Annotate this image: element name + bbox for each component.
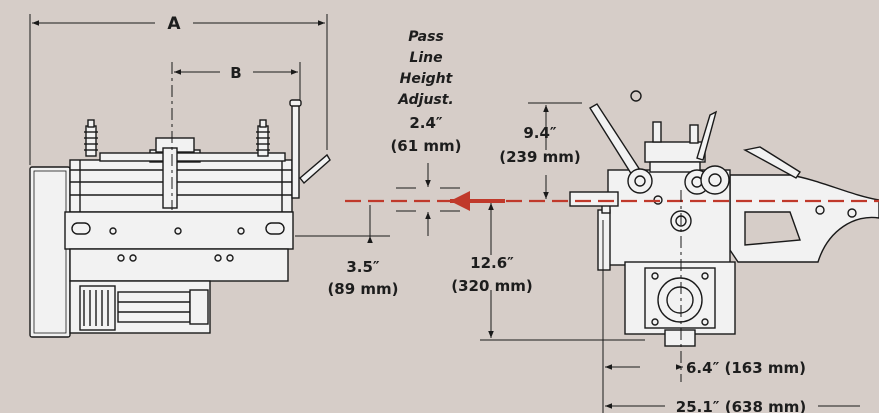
adjust-lever: [291, 102, 300, 199]
dimension-lines: [29, 14, 860, 413]
left-springs: [84, 119, 270, 157]
pass-line-value: 2.4″: [409, 114, 443, 132]
lever-right: [696, 110, 718, 161]
pass-line-title-3: Height: [400, 71, 454, 87]
pass-line-title-1: Pass: [408, 29, 443, 45]
right-machine-view: [569, 90, 879, 347]
lock-handle: [299, 153, 331, 185]
bottom-height-metric: (320 mm): [451, 277, 533, 295]
motor-housing: [29, 166, 71, 338]
entry-guide: [569, 191, 619, 207]
top-height-value: 9.4″: [523, 124, 557, 142]
left-machine-view: [29, 99, 331, 338]
bottom-height-value: 12.6″: [470, 254, 514, 272]
left-height-metric: (89 mm): [327, 280, 398, 298]
dim-b-label: B: [230, 64, 241, 82]
pass-line-metric: (61 mm): [390, 137, 461, 155]
pass-line-title-4: Adjust.: [397, 92, 454, 108]
dim-a-label: A: [167, 14, 181, 34]
left-height-value: 3.5″: [346, 258, 380, 276]
overall-width-label: 25.1″ (638 mm): [676, 398, 806, 413]
lock-handle-right: [742, 146, 801, 179]
side-plate: [64, 211, 294, 250]
lever-left: [589, 103, 641, 176]
pass-line-title-2: Line: [409, 50, 442, 66]
top-height-metric: (239 mm): [499, 148, 581, 166]
offset-width-label: 6.4″ (163 mm): [686, 359, 806, 377]
upper-roller-assembly: [69, 159, 293, 213]
